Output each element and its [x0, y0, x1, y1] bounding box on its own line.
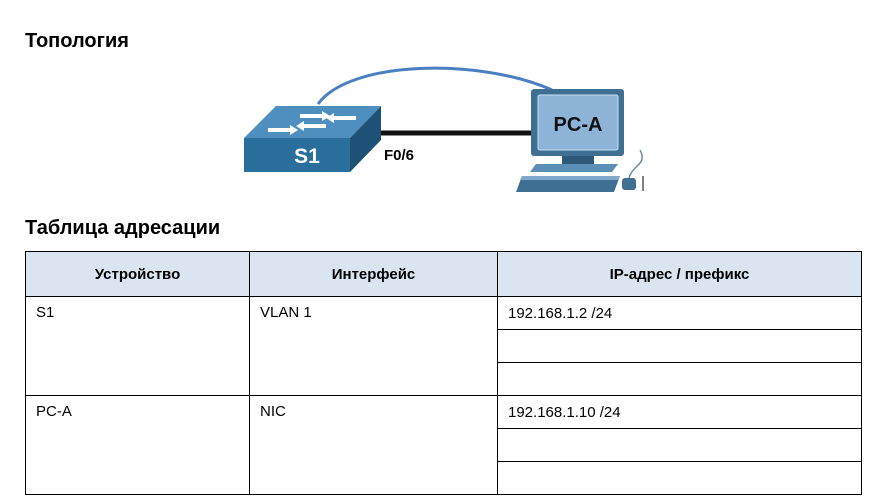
port-label: F0/6	[384, 147, 414, 164]
column-header-interface: Интерфейс	[249, 251, 498, 297]
device-cell: S1	[25, 296, 250, 396]
topology-heading: Топология	[25, 30, 129, 52]
interface-cell: VLAN 1	[249, 296, 498, 396]
ip-cell	[497, 428, 862, 462]
addressing-table-heading: Таблица адресации	[25, 217, 221, 239]
table-row: S1 VLAN 1 192.168.1.2 /24	[25, 296, 862, 396]
pc-a-icon	[516, 89, 644, 192]
interface-cell: NIC	[249, 395, 498, 495]
table-header-row: Устройство Интерфейс IP-адрес / префикс	[25, 251, 862, 297]
ip-cell	[497, 329, 862, 363]
switch-label: S1	[294, 145, 320, 168]
column-header-ip-prefix: IP-адрес / префикс	[497, 251, 862, 297]
pc-label: PC-A	[554, 114, 603, 136]
table-row	[26, 428, 862, 462]
column-header-device: Устройство	[25, 251, 250, 297]
switch-s1-icon	[244, 106, 381, 172]
table-row	[26, 329, 862, 363]
addressing-table: Устройство Интерфейс IP-адрес / префикс …	[25, 251, 862, 495]
device-cell: PC-A	[25, 395, 250, 495]
table-row: PC-A NIC 192.168.1.10 /24	[25, 395, 862, 495]
ip-cell	[497, 461, 862, 495]
ip-cell: 192.168.1.10 /24	[497, 395, 862, 429]
table-row	[26, 461, 862, 495]
console-cable	[316, 66, 553, 105]
ip-cell	[497, 362, 862, 396]
ip-cell: 192.168.1.2 /24	[497, 296, 862, 330]
topology-diagram: S1 F0/6 PC-A	[244, 66, 644, 192]
table-row	[26, 362, 862, 396]
